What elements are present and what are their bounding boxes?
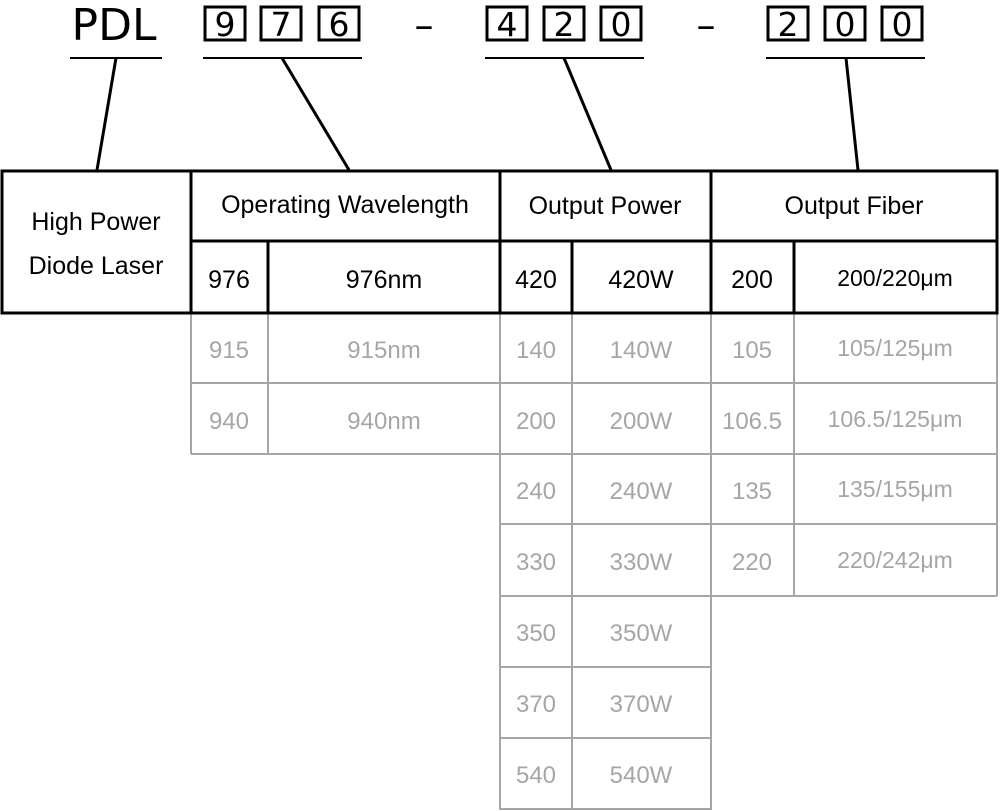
wavelength-option-code: 915 — [209, 337, 249, 364]
digit-box — [317, 5, 361, 42]
power-header: Output Power — [529, 192, 682, 220]
leader-line-power — [562, 57, 613, 171]
fiber-option-code: 106.5 — [722, 408, 782, 435]
power-option-value: 370W — [610, 691, 673, 718]
power-option-value: 140W — [610, 337, 673, 364]
wavelength-digit: 6 — [329, 5, 350, 44]
wavelength-header: Operating Wavelength — [221, 191, 469, 219]
digit-box — [599, 5, 643, 42]
power-option-code: 240 — [516, 478, 556, 505]
power-option-value: 540W — [610, 762, 673, 789]
code-prefix: PDL — [72, 0, 157, 51]
type-label-line2: Diode Laser — [29, 252, 164, 280]
selected-power-value: 420W — [608, 266, 674, 294]
power-digit: 2 — [554, 5, 575, 44]
power-option-code: 330 — [516, 549, 556, 576]
fiber-option-value: 220/242μm — [837, 547, 953, 573]
fiber-option-code: 220 — [732, 549, 772, 576]
power-option-value: 330W — [610, 549, 673, 576]
wavelength-option-value: 940nm — [347, 408, 420, 435]
wavelength-option-code: 940 — [209, 408, 249, 435]
digit-box — [259, 5, 303, 42]
fiber-digit: 2 — [778, 5, 799, 44]
fiber-option-code: 105 — [732, 337, 772, 364]
power-option-value: 240W — [610, 478, 673, 505]
digit-box — [542, 5, 586, 42]
fiber-option-value: 135/155μm — [837, 476, 953, 502]
selected-power-code: 420 — [515, 266, 557, 294]
fiber-digit: 0 — [835, 5, 856, 44]
digit-box — [823, 5, 867, 42]
power-option-value: 200W — [610, 408, 673, 435]
power-option-code: 200 — [516, 408, 556, 435]
leader-line-fiber — [844, 57, 860, 171]
fiber-header: Output Fiber — [785, 192, 924, 220]
power-option-code: 540 — [516, 762, 556, 789]
power-digit: 0 — [611, 5, 632, 44]
selected-fiber-code: 200 — [731, 266, 773, 294]
selected-wavelength-code: 976 — [208, 266, 250, 294]
main-table — [0, 169, 999, 315]
fiber-option-value: 105/125μm — [837, 335, 953, 361]
digit-box — [880, 5, 924, 42]
digit-box — [203, 5, 247, 42]
power-option-value: 350W — [610, 620, 673, 647]
wavelength-digit: 7 — [271, 5, 292, 44]
leader-line-wavelength — [280, 57, 351, 171]
power-option-code: 350 — [516, 620, 556, 647]
wavelength-digit: 9 — [215, 5, 236, 44]
power-digit: 4 — [497, 5, 518, 44]
leader-line-prefix — [95, 57, 118, 171]
digit-box — [766, 5, 810, 42]
type-label-line1: High Power — [31, 208, 160, 236]
fiber-option-code: 135 — [732, 478, 772, 505]
power-option-code: 370 — [516, 691, 556, 718]
part-code: PDL 9 7 6 – 4 2 0 – 2 0 0 — [70, 0, 925, 59]
selected-fiber-value: 200/220μm — [837, 265, 953, 291]
digit-box — [485, 5, 529, 42]
selected-wavelength-value: 976nm — [346, 266, 422, 294]
fiber-digit: 0 — [892, 5, 913, 44]
leader-lines — [95, 57, 860, 171]
wavelength-option-value: 915nm — [347, 337, 420, 364]
code-separator: – — [697, 3, 716, 47]
option-grid — [190, 313, 998, 810]
code-separator: – — [415, 3, 434, 47]
fiber-option-value: 106.5/125μm — [828, 406, 963, 432]
power-option-code: 140 — [516, 337, 556, 364]
